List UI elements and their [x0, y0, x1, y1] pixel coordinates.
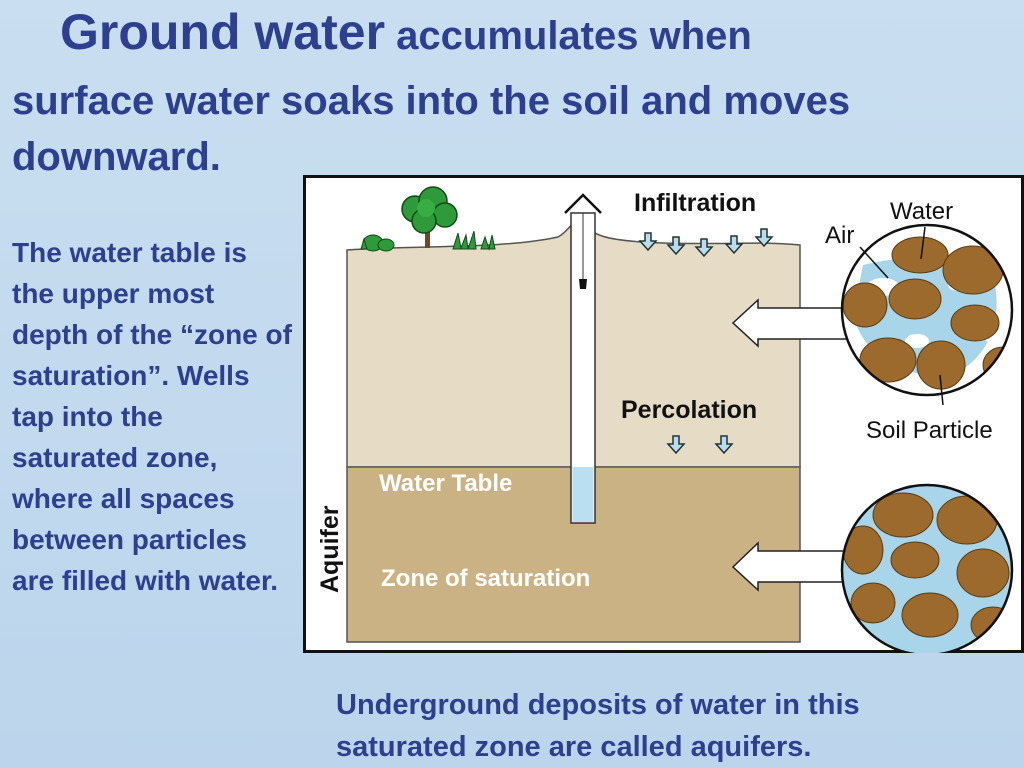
- zone-of-saturation-label: Zone of saturation: [381, 565, 590, 592]
- air-leader: [859, 246, 889, 279]
- soil-particle-label: Soil Particle: [866, 417, 993, 444]
- infiltration-arrows: [638, 228, 774, 258]
- water-label: Water: [890, 198, 953, 225]
- water-table-description: The water table is the upper most depth …: [12, 237, 292, 596]
- air-label: Air: [825, 222, 854, 249]
- infiltration-label: Infiltration: [634, 189, 756, 217]
- percolation-label: Percolation: [621, 396, 757, 424]
- grass-icon: [360, 230, 496, 252]
- title-emphasis: Ground water: [60, 4, 386, 60]
- title-line-3: downward.: [12, 135, 221, 179]
- groundwater-diagram: Infiltration Percolation Water Table Zon…: [303, 175, 1024, 653]
- aquifer-definition: Underground deposits of water in this sa…: [336, 689, 860, 763]
- soil-particle-leader: [939, 374, 944, 406]
- well-icon: [564, 193, 602, 524]
- water-table-label: Water Table: [379, 470, 512, 497]
- slide-title: Ground water accumulates when surface wa…: [12, 4, 1012, 185]
- unsaturated-pore-circle: [840, 223, 1014, 397]
- title-rest: accumulates when: [385, 14, 752, 58]
- tree-icon: [401, 186, 458, 248]
- aquifer-label: Aquifer: [316, 505, 344, 593]
- percolation-arrows: [666, 435, 734, 455]
- title-line-2: surface water soaks into the soil and mo…: [12, 79, 851, 123]
- water-leader: [920, 226, 926, 260]
